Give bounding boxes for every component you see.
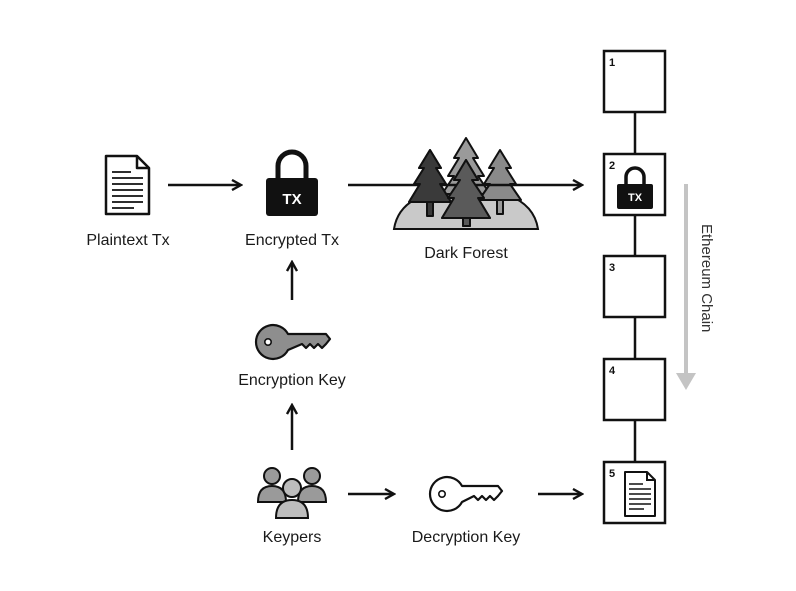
document-icon — [624, 471, 656, 517]
block-number: 1 — [609, 57, 615, 69]
keypers-label: Keypers — [263, 529, 322, 546]
chain-direction-arrow — [676, 184, 696, 390]
lock-icon: TX — [266, 149, 318, 216]
block-number: 5 — [609, 468, 615, 480]
forest-foreground — [408, 149, 491, 227]
key-icon — [254, 323, 332, 361]
block-1: 1 — [602, 49, 667, 114]
block-5: 5 — [602, 460, 667, 525]
encryption-key-label: Encryption Key — [238, 372, 346, 389]
people-icon — [256, 467, 328, 519]
plaintext-tx-label: Plaintext Tx — [86, 232, 169, 249]
block-3: 3 — [602, 254, 667, 319]
lock-icon: TX — [617, 166, 653, 209]
decryption-key-label: Decryption Key — [412, 529, 521, 546]
block-number: 2 — [609, 160, 615, 172]
ethereum-chain-label: Ethereum Chain — [698, 224, 715, 332]
block-2: 2 TX — [602, 152, 667, 217]
key-outline-icon — [428, 475, 504, 513]
lock-tx-text: TX — [282, 191, 301, 208]
dark-forest-label: Dark Forest — [424, 245, 508, 262]
document-icon — [104, 154, 151, 216]
block-number: 4 — [609, 365, 616, 377]
encrypted-tx-label: Encrypted Tx — [245, 232, 339, 249]
block-4: 4 — [602, 357, 667, 422]
block-number: 3 — [609, 262, 615, 274]
ethereum-chain: 1 2 TX 3 4 5 — [602, 49, 667, 525]
block-lock-tx-text: TX — [628, 192, 643, 204]
